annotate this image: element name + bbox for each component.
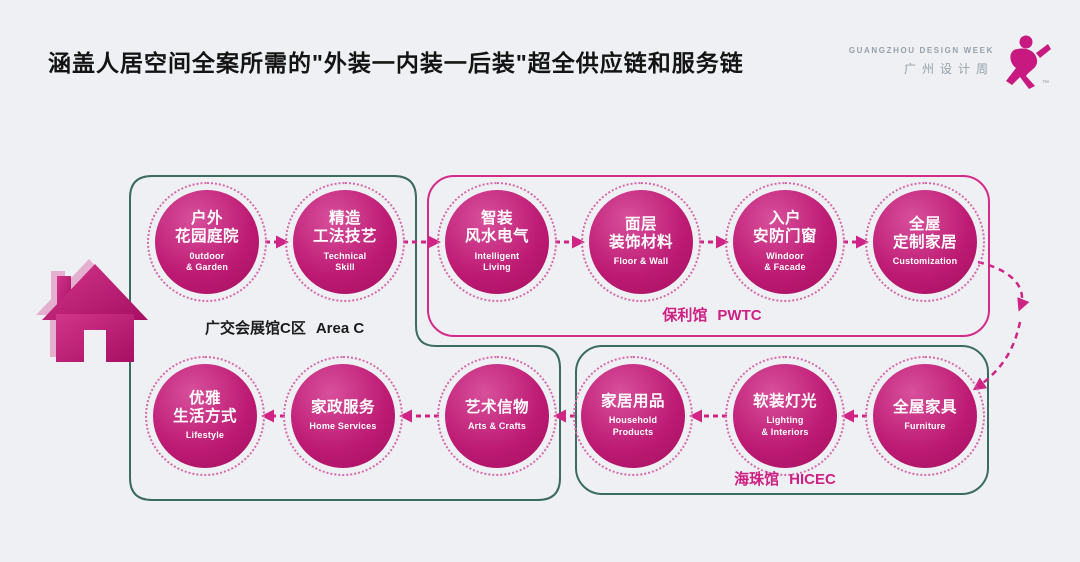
node-customization: 全屋定制家居 Customization: [865, 182, 985, 302]
row-connector: [972, 260, 1030, 391]
node-label-en: Arts & Crafts: [467, 421, 527, 432]
house-icon: [36, 259, 148, 362]
node-label-en: Lighting& Interiors: [761, 415, 809, 438]
node-label-zh: 户外花园庭院: [174, 210, 239, 246]
node-home-services: 家政服务 Home Services: [283, 356, 403, 476]
house-door: [84, 330, 106, 362]
node-label-en: Lifestyle: [185, 430, 225, 441]
node-label-zh: 优雅生活方式: [172, 389, 237, 426]
node-label-en: Customization: [892, 256, 958, 267]
curved-arrow-down-1: [977, 260, 1030, 312]
node-arts-crafts: 艺术信物 Arts & Crafts: [437, 356, 557, 476]
logo-name-zh: 广州设计周: [903, 62, 994, 76]
group-outline-pwtc: [427, 175, 990, 337]
node-floor-wall: 面层装饰材料 Floor & Wall: [581, 182, 701, 302]
node-lighting-interiors: 软装灯光 Lighting& Interiors: [725, 356, 845, 476]
logo-name-en: GUANGZHOU DESIGN WEEK: [848, 46, 994, 55]
node-label-en: Furniture: [904, 421, 946, 432]
node-label-zh: 软装灯光: [752, 393, 817, 411]
node-label-en: Floor & Wall: [613, 256, 669, 267]
node-label-en: Home Services: [309, 421, 377, 432]
node-label-zh: 智装风水电气: [464, 210, 529, 246]
node-lifestyle: 优雅生活方式 Lifestyle: [145, 356, 265, 476]
node-label-zh: 艺术信物: [464, 399, 529, 417]
node-label-zh: 全屋定制家居: [892, 215, 957, 252]
logo-figure-icon: [1006, 35, 1051, 89]
node-label-zh: 面层装饰材料: [608, 215, 673, 252]
group-outline-area-c: [129, 175, 561, 501]
node-windoor-facade: 入户安防门窗 Windoor& Facade: [725, 182, 845, 302]
node-label-en: 0utdoor& Garden: [185, 250, 229, 273]
node-label-zh: 全屋家具: [892, 399, 957, 417]
node-label-en: Windoor& Facade: [764, 250, 806, 273]
node-label-zh: 精造工法技艺: [312, 210, 377, 246]
node-label-zh: 家政服务: [310, 399, 375, 417]
logo: GUANGZHOU DESIGN WEEK 广州设计周: [849, 46, 994, 77]
node-furniture: 全屋家具 Furniture: [865, 356, 985, 476]
page-title: 涵盖人居空间全案所需的"外装一内装一后装"超全供应链和服务链: [48, 50, 744, 76]
node-outdoor-garden: 户外花园庭院 0utdoor& Garden: [147, 182, 267, 302]
node-label-zh: 入户安防门窗: [752, 210, 817, 246]
node-label-zh: 家居用品: [600, 393, 665, 411]
trademark-symbol: ™: [1042, 80, 1049, 87]
